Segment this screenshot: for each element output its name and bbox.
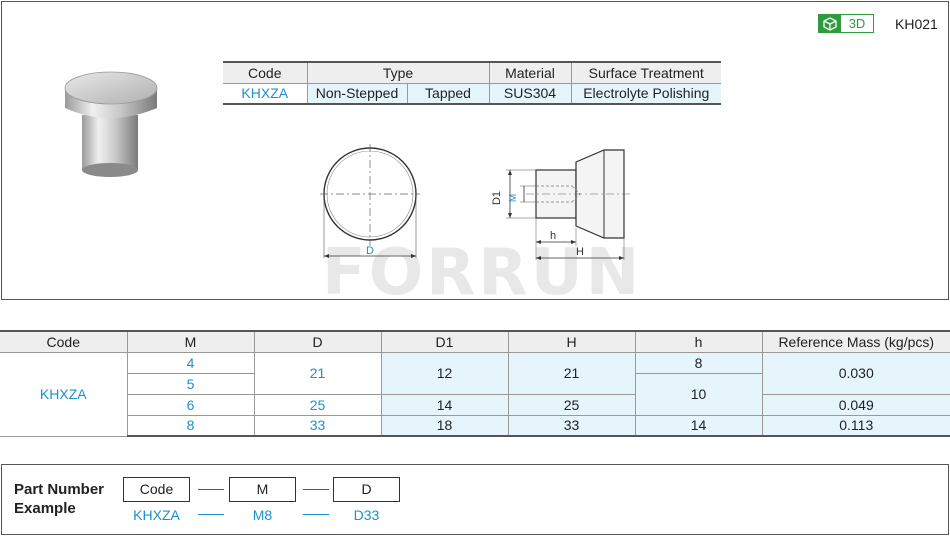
spec-header-type: Type bbox=[306, 61, 490, 84]
dims-header-d1: D1 bbox=[380, 330, 509, 353]
dims-m-cell: 8 bbox=[127, 414, 255, 437]
dimensions-table: Code M D D1 H h Reference Mass (kg/pcs) … bbox=[0, 330, 950, 437]
dims-m-cell: 6 bbox=[127, 393, 255, 416]
table-row: KHXZA 4 21 12 21 8 0.030 bbox=[0, 351, 950, 437]
pn-box-code: Code bbox=[123, 477, 190, 502]
dims-d-cell: 33 bbox=[253, 414, 382, 437]
cube-icon bbox=[819, 15, 841, 32]
dims-mass-cell: 0.113 bbox=[761, 414, 950, 437]
spec-type-stepped: Non-Stepped bbox=[306, 82, 408, 105]
pn-example-m: M8 bbox=[252, 507, 273, 523]
pn-separator bbox=[303, 489, 329, 490]
table-row: 6 25 14 25 0.049 bbox=[0, 393, 950, 416]
dims-H-cell: 21 bbox=[507, 351, 636, 395]
dims-h-cell: 14 bbox=[634, 414, 763, 437]
dim-label-d1: D1 bbox=[491, 191, 503, 205]
dims-header-m: M bbox=[126, 330, 255, 353]
dims-code: KHXZA bbox=[0, 351, 128, 437]
dims-d1-cell: 18 bbox=[380, 414, 509, 437]
dims-header-d: D bbox=[253, 330, 382, 353]
pn-example-d: D33 bbox=[353, 507, 380, 523]
spec-header-code: Code bbox=[223, 61, 308, 84]
pn-separator bbox=[198, 489, 224, 490]
catalog-code: KH021 bbox=[895, 16, 938, 32]
dims-m-cell: 5 bbox=[127, 372, 255, 395]
dims-h-cell: 8 bbox=[634, 351, 763, 374]
table-row: 8 33 18 33 14 0.113 bbox=[0, 414, 950, 437]
dim-label-d: D bbox=[366, 245, 374, 257]
dims-d-cell: 25 bbox=[253, 393, 382, 416]
pn-box-m: M bbox=[229, 477, 296, 502]
spec-surface: Electrolyte Polishing bbox=[570, 82, 721, 105]
spec-code: KHXZA bbox=[223, 82, 308, 105]
part-number-title: Part Number Example bbox=[14, 480, 104, 518]
dims-header-code: Code bbox=[0, 330, 128, 353]
pn-box-d: D bbox=[333, 477, 400, 502]
pn-example-separator bbox=[198, 514, 224, 515]
dims-m-cell: 4 bbox=[126, 351, 255, 374]
spec-material: SUS304 bbox=[488, 82, 572, 105]
3d-label: 3D bbox=[848, 16, 866, 31]
dim-label-h-small: h bbox=[550, 230, 556, 242]
3d-model-button[interactable]: 3D bbox=[818, 14, 874, 33]
spec-type-tapped: Tapped bbox=[406, 82, 490, 105]
pn-example-code: KHXZA bbox=[133, 507, 180, 523]
dim-label-m: M bbox=[508, 194, 519, 202]
spec-header-material: Material bbox=[488, 61, 572, 84]
dims-mass-cell: 0.049 bbox=[761, 393, 950, 416]
dims-mass-cell: 0.030 bbox=[761, 351, 950, 395]
part-number-title-line2: Example bbox=[14, 500, 76, 517]
dims-H-cell: 25 bbox=[507, 393, 636, 416]
part-number-panel bbox=[1, 464, 949, 535]
pn-example-separator bbox=[303, 514, 329, 515]
dims-d1-cell: 14 bbox=[380, 393, 509, 416]
dims-h-cell: 10 bbox=[634, 372, 762, 416]
watermark: FORRUN bbox=[322, 236, 643, 310]
product-image bbox=[64, 71, 158, 177]
dims-d1-cell: 12 bbox=[380, 351, 509, 395]
dims-H-cell: 33 bbox=[507, 414, 636, 437]
dim-label-h-large: H bbox=[576, 246, 584, 258]
spec-table: Code Type Material Surface Treatment KHX… bbox=[223, 61, 721, 105]
dims-d-cell: 21 bbox=[253, 351, 382, 395]
dims-header-mass: Reference Mass (kg/pcs) bbox=[761, 330, 950, 353]
technical-drawing: D D1 M h H bbox=[320, 144, 630, 260]
dims-header-h: h bbox=[634, 330, 763, 353]
part-number-title-line1: Part Number bbox=[14, 481, 105, 498]
dims-header-H: H bbox=[507, 330, 636, 353]
product-panel bbox=[1, 1, 949, 300]
spec-header-surface: Surface Treatment bbox=[570, 61, 721, 84]
